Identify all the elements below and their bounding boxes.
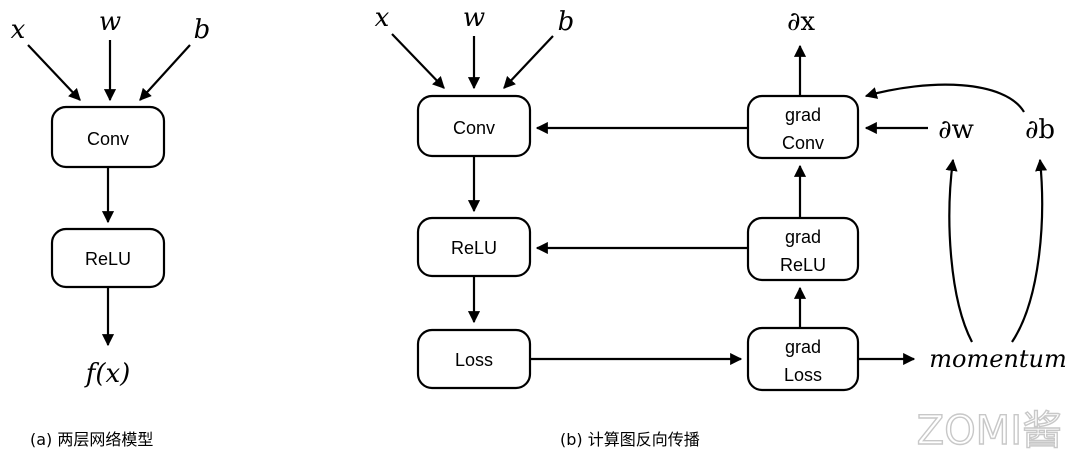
partial-dx-label: ∂x [787,7,815,37]
panel-b-backward-graph: x w b Conv ReLU Loss grad Conv grad ReLU… [375,3,1067,449]
node-grad-conv-line2: Conv [782,133,824,153]
input-b-label-b: b [558,7,575,37]
edge-x-to-conv [27,44,81,101]
node-grad-relu-line2: ReLU [780,255,826,275]
input-x-label: x [11,15,26,45]
panel-a-forward-graph: x w b Conv ReLU f(x) (a) 两层网络模型 [11,7,211,449]
output-fx-label: f(x) [84,359,131,389]
input-w-label-b: w [463,3,485,33]
watermark-logo: ZOMI酱 [917,408,1062,454]
edge-db-to-gradconv [864,83,1025,113]
caption-b: (b) 计算图反向传播 [560,430,700,449]
edge-momentum-to-dw [945,158,973,343]
partial-dw-label: ∂w [938,115,974,145]
edge-b-to-conv-b [503,35,554,89]
edge-momentum-to-db [1011,158,1048,343]
input-b-label: b [194,15,211,45]
node-grad-loss-line1: grad [785,337,821,357]
node-loss-b-label: Loss [455,350,493,370]
partial-db-label: ∂b [1025,115,1055,145]
node-grad-loss-line2: Loss [784,365,822,385]
node-conv-b-label: Conv [453,118,495,138]
node-relu-label: ReLU [85,249,131,269]
edge-b-to-conv [139,44,191,101]
node-conv-label: Conv [87,129,129,149]
input-x-label-b: x [375,3,390,33]
input-w-label: w [99,7,121,37]
momentum-label: momentum [929,345,1066,373]
node-grad-relu-line1: grad [785,227,821,247]
caption-a: (a) 两层网络模型 [30,430,153,449]
edge-x-to-conv-b [391,33,445,89]
node-grad-conv-line1: grad [785,105,821,125]
node-relu-b-label: ReLU [451,238,497,258]
